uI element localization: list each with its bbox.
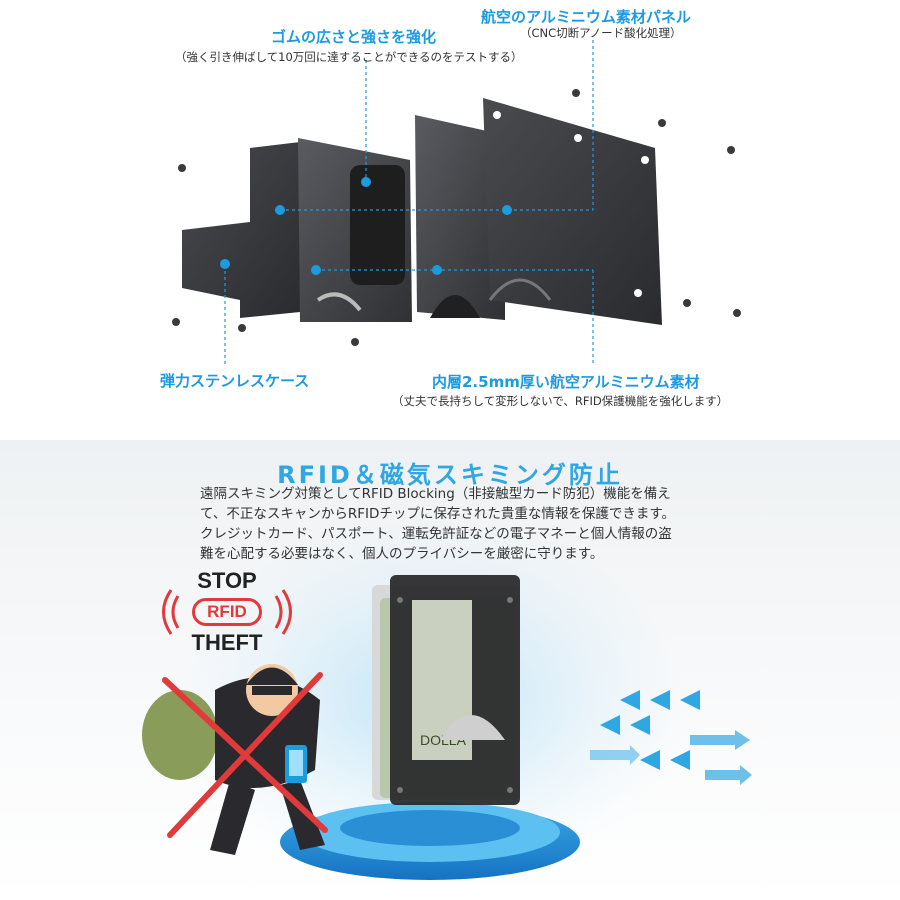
- cross-mark: [162, 672, 328, 838]
- callout-rubber-subtitle: （強く引き伸ばして10万回に達することができるのをテストする）: [175, 50, 523, 64]
- steel-case-plate: [182, 142, 300, 318]
- callout-dots: [220, 177, 512, 275]
- aluminium-top-panel: [483, 98, 662, 325]
- rfid-body-line: 遠隔スキミング対策としてRFID Blocking（非接触型カード防犯）機能を備…: [200, 486, 671, 502]
- theft-label: THEFT: [191, 630, 263, 655]
- rfid-badge: RFID: [192, 598, 262, 626]
- stop-label: STOP: [197, 568, 257, 593]
- rfid-body-line: 難を心配する必要はなく、個人のプライバシーを厳密に守ります。: [200, 546, 604, 562]
- callout-panel-title: 航空のアルミニウム素材パネル: [481, 8, 691, 26]
- rfid-wave-icon: [162, 589, 292, 635]
- callout-inner-title: 内層2.5mm厚い航空アルミニウム素材: [432, 373, 700, 391]
- rfid-section-title: RFID＆磁気スキミング防止: [277, 461, 623, 489]
- rfid-section-body: 遠隔スキミング対策としてRFID Blocking（非接触型カード防犯）機能を備…: [200, 484, 720, 564]
- card-wallet: DOLLA: [372, 575, 520, 805]
- callout-rubber-title: ゴムの広さと強さを強化: [271, 28, 437, 46]
- thief-illustration: [142, 664, 325, 855]
- callout-markers: [224, 40, 594, 365]
- podium: [280, 802, 580, 880]
- callout-steel-title: 弾力ステンレスケース: [160, 372, 310, 390]
- screws: [172, 89, 741, 346]
- rubber-band-block: [350, 165, 405, 285]
- rfid-body-line: クレジットカード、パスポート、運転免許証などの電子マネーと個人情報の盗: [200, 526, 672, 542]
- stop-rfid-theft-sign: STOP RFID THEFT: [162, 568, 292, 656]
- callout-panel-subtitle: （CNC切断アノード酸化処理）: [520, 26, 682, 40]
- rfid-body-line: て、不正なスキャンからRFIDチップに保存された貴重な情報を保護できます。: [200, 506, 675, 522]
- incoming-signal-arrows: [590, 690, 752, 785]
- callout-inner-subtitle: （丈夫で長持ちして変形しないで、RFID保護機能を強化します）: [392, 394, 729, 408]
